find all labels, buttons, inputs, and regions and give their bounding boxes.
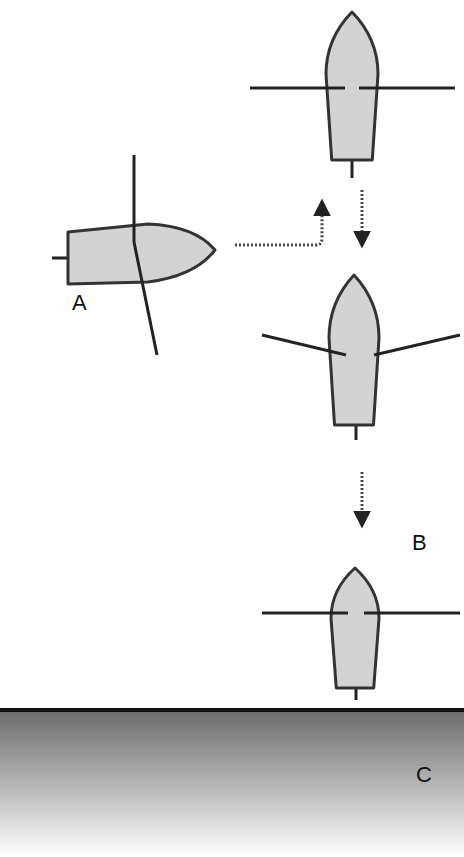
spar-line bbox=[52, 257, 68, 260]
spar-line bbox=[364, 612, 460, 615]
drift-arrow bbox=[361, 190, 364, 245]
position-label: B bbox=[412, 532, 427, 554]
spar-line bbox=[359, 87, 455, 90]
boat-hull bbox=[331, 568, 379, 688]
boat-hull bbox=[329, 275, 379, 425]
boat-hull bbox=[326, 12, 378, 160]
motion-arrows bbox=[235, 190, 362, 525]
spar-line bbox=[133, 155, 136, 242]
shore-band: C bbox=[0, 708, 464, 857]
position-label: A bbox=[72, 292, 87, 314]
spar-line bbox=[262, 335, 346, 355]
spar-line bbox=[355, 688, 358, 700]
spar-line bbox=[374, 335, 460, 355]
spar-line bbox=[351, 160, 354, 178]
region-label: C bbox=[416, 764, 432, 786]
turn-arrow bbox=[235, 202, 322, 245]
boat-group bbox=[52, 12, 460, 700]
spar-line bbox=[262, 612, 348, 615]
spar-line bbox=[355, 425, 358, 440]
spar-line bbox=[250, 87, 345, 90]
spar-line bbox=[134, 242, 157, 355]
drift-arrow bbox=[361, 472, 364, 525]
